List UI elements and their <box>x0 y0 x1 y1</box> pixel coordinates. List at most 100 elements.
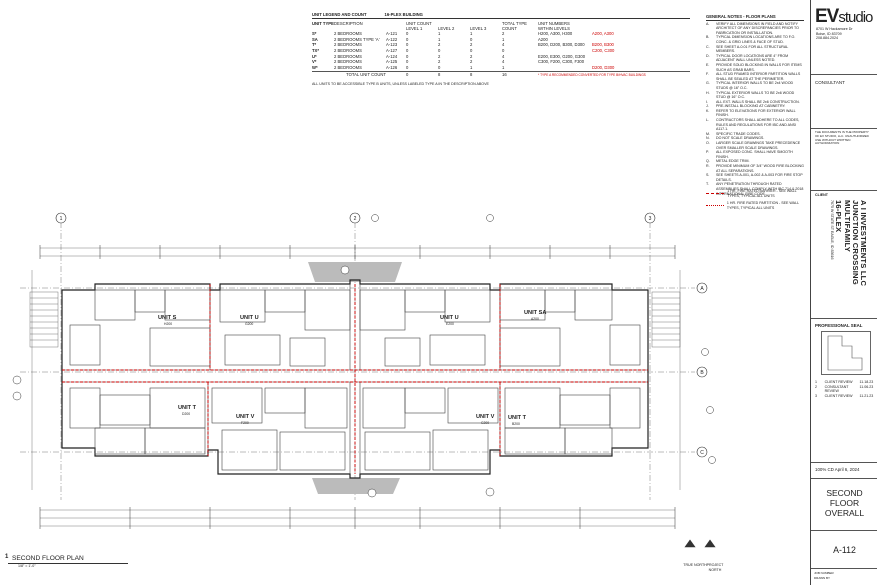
cell-code: A-127 <box>386 48 398 54</box>
general-note-item: T.ANY PENETRATION THROUGH RATED ASSEMBLI… <box>706 182 804 196</box>
col-description: DESCRIPTION <box>334 21 363 26</box>
plan-number: 1 <box>5 554 9 560</box>
cell-l1: 0 <box>406 64 409 70</box>
consultant-label: CONSULTANT <box>815 80 845 85</box>
cell-nums: C300, F200, C300, F300 <box>538 59 585 65</box>
col-unit-type: UNIT TYPE <box>312 21 334 26</box>
cell-desc: 2 BEDROOMS <box>334 42 362 48</box>
section-markers <box>12 214 716 498</box>
unit-num-b200: B200 <box>512 422 520 426</box>
cell-type: S* <box>312 31 317 37</box>
title-block: EVstudio 8701 W Hackamore Dr Boise, ID 8… <box>810 0 877 585</box>
cell-l2: 0 <box>438 64 441 70</box>
legend-barrier: 1 HR. FIRE RATED BARRIER - SEE WALL TYPE… <box>706 189 804 198</box>
plan-scale: 1/8" = 1'-0" <box>18 564 36 568</box>
cell-l2: 2 <box>438 42 441 48</box>
cell-l1: 0 <box>406 42 409 48</box>
true-north-label: TRUE NORTH <box>683 563 707 567</box>
roof-projection-top <box>308 262 402 282</box>
cell-l1: 0 <box>406 48 409 54</box>
job-number-label: JOB NUMBER <box>814 571 834 575</box>
cell-total: 1 <box>502 36 505 42</box>
grid-label-c: C <box>700 450 704 456</box>
cell-type: U* <box>312 53 317 59</box>
general-note-item: F.ALL STUD FRAMED INTERIOR PARTITION WAL… <box>706 72 801 81</box>
grid-bubble-c <box>696 446 708 458</box>
cell-l2: 1 <box>438 36 441 42</box>
general-note-item: I.ALL EXT. WALLS SHALL BE 2x6 CONSTRUCTI… <box>706 99 800 104</box>
general-note-item: C.SEE SHEET A-0.01 FOR ALL STRUCTURAL ME… <box>706 44 789 54</box>
north-arrows <box>684 539 716 548</box>
cell-desc: 2 BEDROOMS <box>334 64 362 70</box>
copyright-note: THE DOCUMENTS IS THE PROPERTY OF EV STUD… <box>815 130 869 146</box>
cell-code: A-126 <box>386 64 398 70</box>
total-l2: 8 <box>438 72 441 78</box>
cell-code: A-124 <box>386 53 398 59</box>
cell-code: A-122 <box>386 36 398 42</box>
unit-num-h200: H200 <box>164 322 173 326</box>
cell-type: V* <box>312 59 317 65</box>
cell-code: A-125 <box>386 59 398 65</box>
general-note-item: B.TYPICAL DIMENSION LOCATIONS ARE TO F.O… <box>706 35 796 44</box>
general-note-item: K.REFER TO ELEVATIONS FOR EXTERIOR WALL … <box>706 108 796 118</box>
unit-label-g200: UNIT U <box>240 315 259 321</box>
professional-seal-label: PROFESSIONAL SEAL <box>815 323 863 328</box>
general-notes-title: GENERAL NOTES - FLOOR PLANS <box>706 14 804 21</box>
dimension-ticks <box>39 245 676 529</box>
seal-icon <box>827 335 863 371</box>
grid-bubble-2 <box>349 212 361 224</box>
sheet-number: A-112 <box>833 545 856 555</box>
general-note-item: Q.METAL EDGE TRIM. <box>706 159 750 164</box>
cell-l1: 0 <box>406 59 409 65</box>
red-note: * TYPE A RECOMMENDED CONVERTED FOR TYPE … <box>538 72 646 77</box>
cell-total: 4 <box>502 59 505 65</box>
cell-nums: H200, A300, H300 <box>538 31 573 37</box>
unit-label-c200: UNIT V <box>476 414 495 420</box>
col-code <box>386 21 406 31</box>
total-l1: 0 <box>406 72 409 78</box>
general-note-item: E.PROVIDE SOLID BLOCKING IN WALLS FOR IT… <box>706 62 802 72</box>
plan-title: SECOND FLOOR PLAN <box>12 555 84 562</box>
project-north-label: PROJECT NORTH <box>706 563 724 572</box>
general-note-item: G.TYPICAL INTERIOR WALLS TO BE 2x4 WOOD … <box>706 81 794 90</box>
cell-total: 4 <box>502 42 505 48</box>
cell-nums: A200 <box>538 36 548 42</box>
unit-label-f200: UNIT V <box>236 414 255 420</box>
cell-l2: 2 <box>438 59 441 65</box>
grid-bubble-b <box>696 366 708 378</box>
unit-label-a200: UNIT SA <box>524 310 547 316</box>
plan-title-underline <box>8 563 128 564</box>
cell-nums2: B200, B300 <box>592 42 614 48</box>
cell-desc: 2 BEDROOMS <box>334 59 362 65</box>
cell-l2: 2 <box>438 53 441 59</box>
col-level-3: LEVEL 3 <box>470 26 487 31</box>
general-note-item: S.SEE SHEETS A-001, A-002 & A-003 FOR FI… <box>706 173 803 182</box>
unit-num-a200: A200 <box>531 317 539 321</box>
grid-bubble-1 <box>55 212 67 224</box>
grid-label-2: 2 <box>354 216 357 222</box>
unit-table-building: 16-PLEX BUILDING <box>384 12 423 17</box>
unit-table-header: UNIT LEGEND AND COUNT 16-PLEX BUILDING <box>312 12 690 19</box>
cell-nums: B200, D200, B300, D300 <box>538 42 585 48</box>
stairs <box>29 291 681 348</box>
cell-type: TX* <box>312 48 319 54</box>
client-label: CLIENT <box>815 193 828 197</box>
total-label: TOTAL UNIT COUNT <box>346 72 386 78</box>
legend-partition: 1 HR. FIRE RATED PARTITION - SEE WALL TY… <box>706 201 804 210</box>
cell-code: A-123 <box>386 42 398 48</box>
cell-type: T* <box>312 42 317 48</box>
cell-nums2: C200, C300 <box>592 48 615 54</box>
cell-desc: 2 BEDROOMS TYPE 'A' <box>334 36 380 42</box>
professional-seal-box <box>821 331 871 375</box>
unit-num-e200: E200 <box>446 322 454 326</box>
project-line-3: 16-PLEX <box>834 200 844 233</box>
unit-num-g200: G200 <box>245 322 254 326</box>
